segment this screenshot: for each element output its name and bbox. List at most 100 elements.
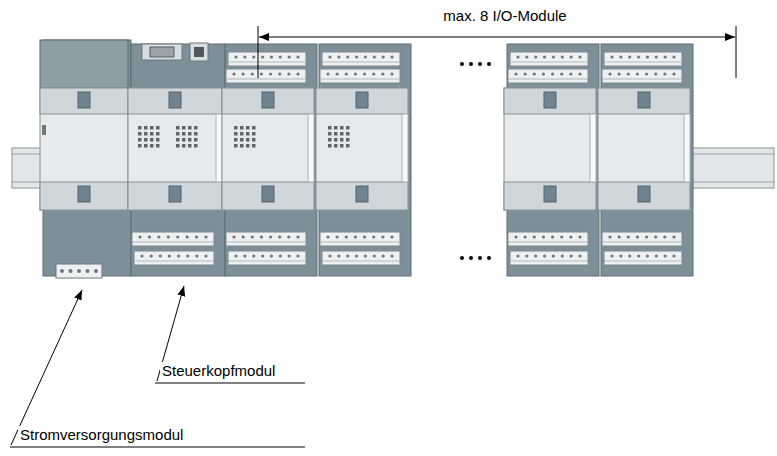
terminal-screw (251, 72, 254, 75)
terminal-block (228, 251, 306, 265)
status-led (346, 138, 350, 142)
terminal-screw (296, 55, 299, 58)
terminal-screw (627, 72, 630, 75)
status-led (252, 126, 256, 130)
module-upper-band (504, 88, 596, 114)
terminal-edge (228, 261, 306, 262)
terminal-screw (619, 55, 622, 58)
dimension-line (259, 37, 735, 38)
terminal-screw (269, 72, 272, 75)
terminal-screw (363, 72, 366, 75)
status-led (138, 132, 142, 136)
module-lower-band (504, 182, 596, 210)
terminal-screw (288, 254, 291, 257)
terminal-screw (390, 235, 393, 238)
status-led (182, 144, 186, 148)
latch (169, 92, 181, 108)
callout-label: max. 8 I/O-Module (441, 7, 568, 25)
latch (638, 92, 650, 108)
terminal-screw (637, 254, 640, 257)
terminal-screw (570, 254, 573, 257)
terminal-edge (320, 242, 400, 243)
terminal-block (134, 251, 214, 265)
module-edge (684, 114, 690, 182)
terminal-screw (608, 235, 611, 238)
terminal-screw (232, 72, 235, 75)
terminal-screw (534, 55, 537, 58)
terminal-screw (150, 254, 153, 257)
terminal-screw (637, 55, 640, 58)
terminal-screw (551, 235, 554, 238)
continuation-dot (460, 62, 464, 66)
terminal-block (322, 251, 400, 265)
rj-port (190, 43, 208, 61)
module-upper-band (598, 88, 690, 114)
terminal-screw (270, 55, 273, 58)
terminal-screw (610, 55, 613, 58)
terminal-screw (381, 72, 384, 75)
terminal-edge (604, 62, 682, 63)
status-led (340, 126, 344, 130)
latch (356, 92, 368, 108)
dimension-tick (736, 26, 737, 78)
status-led (246, 126, 250, 130)
status-led (176, 132, 180, 136)
terminal-screw (287, 72, 290, 75)
continuation-dot (487, 62, 491, 66)
terminal-screw (627, 235, 630, 238)
continuation-dot (460, 256, 464, 260)
terminal-edge (510, 261, 588, 262)
terminal-edge (132, 242, 214, 243)
latch (262, 186, 274, 202)
continuation-dot (469, 256, 473, 260)
terminal-screw (628, 254, 631, 257)
terminal-screw (243, 254, 246, 257)
latch (169, 186, 181, 202)
status-led (252, 144, 256, 148)
terminal-screw (390, 254, 393, 257)
terminal-screw (646, 55, 649, 58)
terminal-screw (610, 254, 613, 257)
module-upper-band (128, 88, 222, 114)
status-led (176, 144, 180, 148)
terminal-screw (578, 72, 581, 75)
status-led (194, 138, 198, 142)
status-led (252, 132, 256, 136)
terminal-screw (636, 72, 639, 75)
terminal-screw (278, 235, 281, 238)
module-edge (590, 114, 596, 182)
terminal-edge (322, 62, 400, 63)
status-led (246, 138, 250, 142)
terminal-screw (628, 55, 631, 58)
terminal-screw (525, 254, 528, 257)
terminal-screw (86, 269, 90, 273)
terminal-screw (177, 254, 180, 257)
terminal-screw (578, 235, 581, 238)
terminal-screw (655, 254, 658, 257)
terminal-screw (354, 235, 357, 238)
status-led (328, 126, 332, 130)
terminal-screw (543, 254, 546, 257)
terminal-screw (296, 235, 299, 238)
terminal-screw (261, 55, 264, 58)
status-led (144, 126, 148, 130)
terminal-screw (373, 254, 376, 257)
din-rail (688, 148, 774, 188)
terminal-screw (664, 55, 667, 58)
module-housing (316, 88, 408, 210)
module-lower-band (222, 182, 314, 210)
status-led (156, 132, 160, 136)
terminal-screw (204, 254, 207, 257)
terminal-screw (534, 254, 537, 257)
latch (78, 186, 90, 202)
terminal-screw (608, 72, 611, 75)
status-led (340, 138, 344, 142)
terminal-screw (382, 254, 385, 257)
terminal-block (320, 232, 400, 246)
status-led (328, 138, 332, 142)
status-led (340, 132, 344, 136)
terminal-screw (195, 254, 198, 257)
status-led (234, 138, 238, 142)
terminal-screw (645, 72, 648, 75)
